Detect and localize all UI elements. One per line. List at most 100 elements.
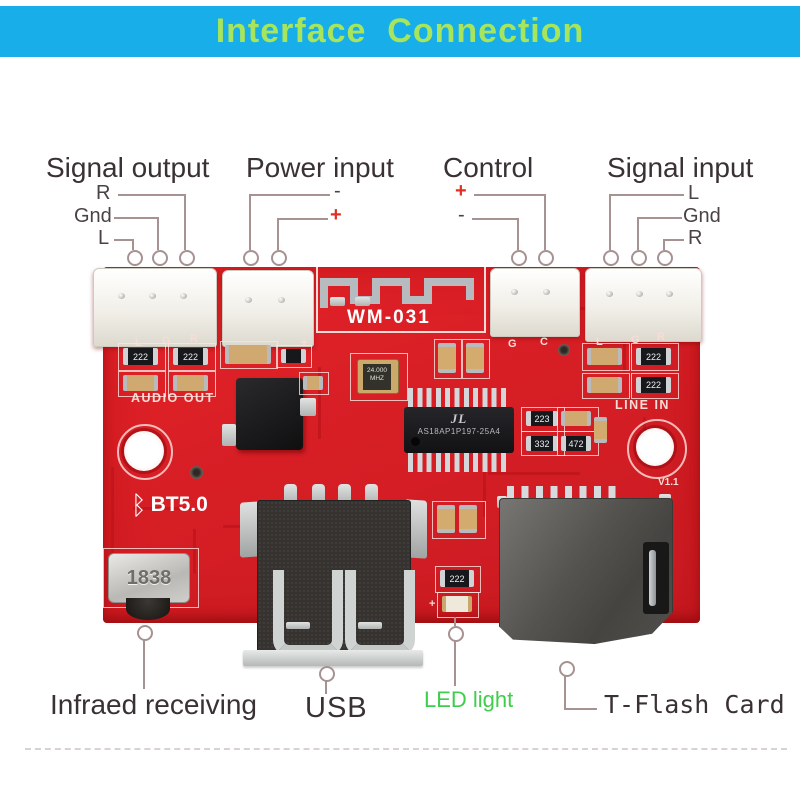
pin-label-r: R	[96, 182, 111, 204]
signal-output-label: Signal output	[46, 152, 210, 183]
smd-capacitor	[355, 297, 370, 306]
usb-contact-bar	[286, 622, 310, 629]
pin-label-minus: -	[334, 180, 341, 202]
led-label: LED light	[424, 687, 514, 712]
pin-label-l: L	[98, 227, 110, 249]
pin-marker	[511, 250, 527, 266]
tf-card-slot	[497, 484, 677, 660]
leader-line	[454, 640, 456, 686]
led	[442, 596, 472, 612]
pin-marker	[657, 250, 673, 266]
silkscreen-box	[631, 373, 679, 399]
bluetooth-badge: ᛒ BT5.0	[131, 492, 208, 518]
smd-capacitor	[303, 376, 323, 390]
usb-port	[240, 482, 427, 666]
pin-label-l: L	[688, 182, 700, 204]
connector-signal-input	[585, 268, 702, 342]
leader-line	[249, 194, 251, 250]
connector-pin	[118, 293, 125, 299]
pin-label-plus: +	[455, 180, 467, 202]
connector-pin	[543, 289, 550, 295]
ir-receiver-1838: 1838	[108, 553, 190, 603]
mounting-hole	[636, 428, 674, 466]
mounting-hole-ring	[117, 424, 173, 480]
leader-line	[517, 218, 519, 250]
tf-eject-spring	[649, 550, 656, 606]
transistor	[236, 378, 303, 450]
leader-line	[114, 217, 159, 219]
leader-line	[472, 218, 518, 220]
smd-resistor: 222	[440, 570, 474, 587]
leader-line	[325, 680, 327, 694]
smd-resistor: 222	[123, 348, 158, 365]
pin-marker	[603, 250, 619, 266]
usb-contact-bar	[358, 622, 382, 629]
leader-line	[277, 218, 279, 250]
leader-line	[143, 639, 145, 689]
chip-pins-top	[408, 388, 510, 408]
silkscreen-box	[276, 345, 312, 368]
pin-label-plus: +	[330, 204, 342, 226]
leader-line	[564, 708, 597, 710]
line-in-silkscreen: LINE IN	[615, 398, 670, 412]
leader-line	[157, 217, 159, 250]
leader-line	[664, 239, 684, 241]
tflash-label: T-Flash Card	[604, 690, 785, 719]
leader-line	[184, 194, 186, 250]
silkscreen-box	[557, 431, 599, 456]
smd-capacitor	[466, 343, 484, 373]
pin-label-minus: -	[458, 204, 465, 226]
audio-out-silkscreen: AUDIO OUT	[131, 391, 215, 405]
smd-resistor: 222	[636, 348, 671, 365]
chip-jl: JL AS18AP1P197-25A4	[404, 388, 514, 472]
smd-capacitor	[437, 505, 455, 533]
pcb-trace	[318, 367, 321, 439]
smd-resistor: 223	[526, 411, 558, 426]
usb-contact-spring	[345, 570, 415, 656]
smd-capacitor	[561, 411, 591, 426]
silkscreen-box	[434, 339, 462, 379]
bt-module-outline	[316, 267, 486, 333]
signal-input-label: Signal input	[607, 152, 754, 183]
mounting-hole-ring	[627, 419, 687, 479]
silk-c: C	[540, 336, 548, 348]
smd-capacitor	[587, 377, 622, 393]
pin-marker	[271, 250, 287, 266]
leader-line	[132, 239, 134, 250]
silkscreen-box	[168, 371, 216, 397]
crystal-frequency: 24.000	[367, 367, 387, 374]
usb-prong	[284, 484, 297, 504]
silk-r: R	[190, 333, 198, 345]
pcb-trace	[111, 467, 114, 562]
crystal-unit: MHZ	[369, 375, 385, 382]
leader-line	[250, 194, 330, 196]
transistor-tab	[300, 398, 316, 416]
usb-base-plate	[243, 650, 423, 666]
pin-marker	[179, 250, 195, 266]
silkscreen-box	[299, 372, 329, 395]
pin-marker	[448, 626, 464, 642]
pin-marker	[559, 661, 575, 677]
silk-r: R	[657, 331, 665, 343]
connector-pin	[278, 297, 285, 303]
pin-marker	[152, 250, 168, 266]
silkscreen-box	[582, 373, 630, 399]
silk-g: G	[631, 334, 640, 346]
chip-logo: JL	[450, 411, 468, 426]
silkscreen-box	[462, 339, 490, 379]
crystal-oscillator: 24.000 MHZ	[357, 359, 399, 394]
pcb-trace	[483, 457, 486, 517]
page-title: Interface Connection	[215, 12, 585, 50]
leader-line	[663, 239, 665, 250]
leader-line	[609, 194, 611, 250]
pin-marker	[538, 250, 554, 266]
pcb-trace	[563, 307, 605, 310]
smd-capacitor	[225, 345, 271, 364]
silkscreen-box	[432, 501, 486, 539]
pcb-trace	[623, 327, 626, 372]
chip-pin1-dot	[411, 437, 420, 446]
smd-resistor: 472	[561, 436, 591, 451]
chip-body: JL AS18AP1P197-25A4	[404, 407, 514, 453]
silkscreen-box	[437, 592, 479, 618]
leader-line	[544, 194, 546, 250]
